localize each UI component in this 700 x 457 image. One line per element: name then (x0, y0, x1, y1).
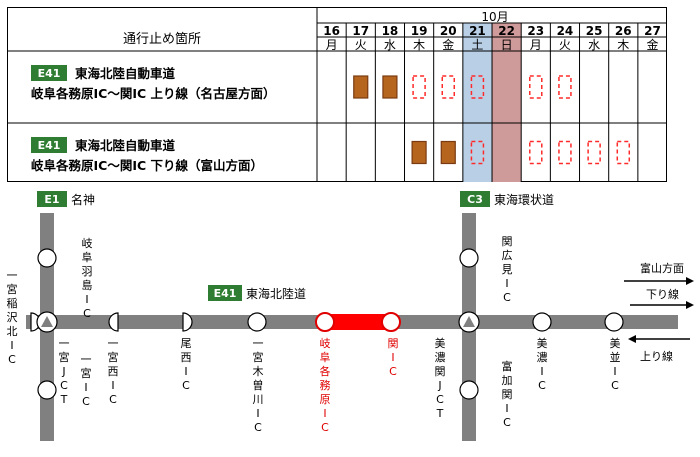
minami-ic-node (604, 312, 624, 332)
day-date: 21 (469, 24, 486, 38)
closure-mark (382, 75, 398, 99)
reserve-closure-mark (558, 75, 572, 99)
up-arrow-head (628, 335, 636, 343)
row-route-badge-text: E41 (38, 67, 61, 80)
day-date: 19 (411, 24, 428, 38)
reserve-closure-mark (558, 140, 572, 165)
closure-mark (353, 75, 369, 99)
day-weekday: 水 (384, 38, 396, 52)
reserve-closure-mark (587, 140, 601, 165)
mino-seki-jct-triangle (463, 316, 475, 327)
closure-mark (411, 140, 427, 165)
ichinomiya-nishi-ic-half (108, 312, 119, 332)
day-date: 24 (557, 24, 574, 38)
closed-section-road (323, 314, 393, 330)
gifu-kakamigahara-ic-node (315, 312, 335, 332)
e41-route-label: E41 東海北陸道 (208, 285, 306, 301)
day-weekday: 金 (646, 37, 658, 52)
day-date: 20 (440, 24, 457, 38)
row-route-badge (31, 65, 67, 81)
gifu-hashima-ic-node (37, 248, 57, 268)
month-label: 10月 (481, 10, 508, 24)
reserve-closure-mark (441, 75, 456, 99)
row-section: 岐阜各務原IC～関IC 上り線（名古屋方面） (31, 86, 276, 101)
day-date: 22 (498, 24, 515, 38)
reserve-closure-mark (412, 75, 426, 99)
day-date: 26 (615, 24, 632, 38)
row-route-badge-text: E41 (38, 139, 61, 152)
ichinomiya-kisogawa-ic-node (247, 312, 267, 332)
day-date: 18 (382, 24, 399, 38)
e1-route-label: E1 名神 (37, 191, 95, 207)
day-weekday: 金 (442, 37, 454, 52)
row-road-name: 東海北陸自動車道 (75, 66, 176, 81)
tomika-seki-ic-node (459, 380, 479, 400)
day-weekday: 日 (501, 38, 513, 52)
seki-hiromi-ic-node (459, 248, 479, 268)
day-weekday: 火 (559, 38, 571, 52)
ichinomiya-jct-triangle (41, 316, 53, 327)
c3-badge-text: C3 (467, 193, 483, 206)
day-date: 16 (323, 24, 340, 38)
day-weekday: 土 (471, 38, 483, 52)
sunday-column-bg (492, 23, 522, 182)
saturday-column-bg (462, 23, 493, 182)
day-date: 25 (586, 24, 603, 38)
row-route-badge (31, 137, 67, 153)
bisai-ic-half (182, 312, 193, 332)
day-weekday: 月 (326, 38, 338, 52)
mino-ic-node (532, 312, 552, 332)
c3-badge (460, 191, 490, 207)
table-header-label: 通行止め箇所 (123, 31, 201, 47)
e41-badge (208, 285, 242, 301)
day-date: 17 (352, 24, 369, 38)
row-road-name: 東海北陸自動車道 (75, 138, 176, 153)
e41-badge-text: E41 (214, 287, 237, 300)
direction-up-label: 上り線 (640, 349, 673, 363)
toyama-arrow-head (686, 277, 694, 285)
reserve-closure-mark (470, 75, 485, 99)
direction-toyama: 富山方面 (640, 261, 684, 275)
e1-name: 名神 (71, 192, 95, 207)
e41-name: 東海北陸道 (246, 286, 306, 301)
e1-badge (37, 191, 67, 207)
reserve-closure-mark (529, 75, 543, 99)
route-map: E1 名神 C3 東海環状道 E41 東海北陸道 富山方面 下り線 上り線 岐阜… (7, 191, 694, 441)
table-outer-border (7, 7, 667, 182)
seki-ic-node (381, 312, 401, 332)
reserve-closure-mark (616, 140, 631, 165)
ichinomiya-ic-node (37, 380, 57, 400)
day-weekday: 水 (588, 38, 600, 52)
day-weekday: 月 (530, 38, 542, 52)
direction-down-label: 下り線 (646, 287, 679, 301)
closure-mark (440, 140, 456, 165)
e1-badge-text: E1 (44, 193, 59, 206)
c3-name: 東海環状道 (494, 192, 554, 207)
day-weekday: 火 (355, 38, 367, 52)
day-date: 27 (644, 24, 661, 38)
reserve-closure-mark (529, 140, 543, 165)
day-weekday: 木 (413, 38, 425, 52)
reserve-closure-mark (470, 140, 485, 165)
down-arrow-head (686, 301, 694, 309)
row-section: 岐阜各務原IC～関IC 下り線（富山方面） (31, 158, 263, 173)
c3-route-label: C3 東海環状道 (460, 191, 554, 207)
day-date: 23 (527, 24, 544, 38)
day-weekday: 木 (617, 38, 629, 52)
closure-schedule-table: 通行止め箇所 10月 16月17火18水19木20金21土22日23月24火25… (7, 7, 667, 182)
